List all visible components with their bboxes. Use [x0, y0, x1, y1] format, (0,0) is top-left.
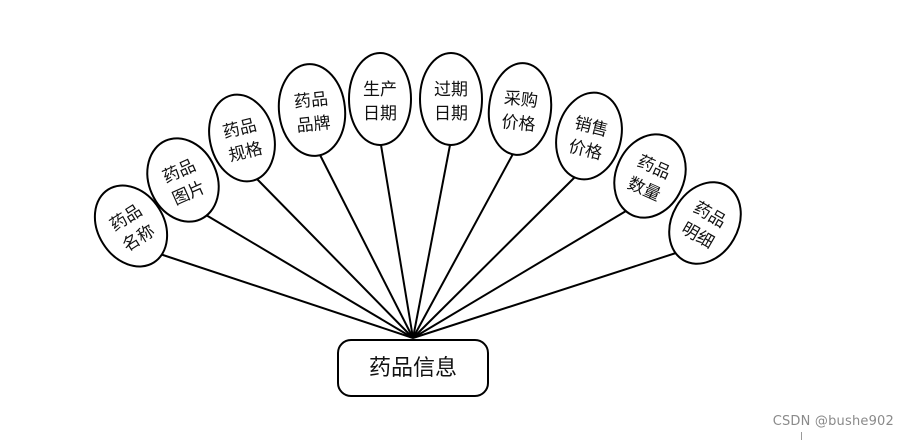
connector-line — [412, 144, 451, 339]
connector-line — [412, 175, 577, 339]
entity-node: 药品信息 — [337, 339, 489, 397]
attribute-ellipse — [419, 52, 483, 146]
attribute-ellipse — [668, 181, 742, 265]
connector-line — [159, 253, 414, 339]
attribute-label: 品牌 — [296, 113, 332, 136]
attribute-label: 日期 — [363, 104, 397, 124]
attribute-ellipse — [146, 137, 220, 223]
attribute-label: 日期 — [434, 104, 468, 124]
connector-line — [412, 252, 677, 339]
attribute-ellipse — [487, 62, 553, 156]
divider-tick — [801, 432, 802, 440]
attribute-label: 药品 — [293, 89, 329, 112]
connector-line — [412, 151, 515, 339]
attribute-label: 采购 — [503, 88, 539, 111]
connector-line — [380, 144, 414, 339]
attribute-label: 生产 — [363, 80, 397, 100]
connector-line — [318, 152, 414, 339]
attribute-label: 过期 — [434, 80, 468, 100]
attribute-ellipse — [348, 52, 412, 146]
connector-line — [412, 210, 627, 339]
attribute-ellipse — [613, 133, 687, 219]
attribute-ellipse — [208, 93, 276, 183]
connector-line — [255, 177, 414, 339]
connector-lines — [159, 144, 677, 339]
entity-label: 药品信息 — [369, 356, 457, 381]
attribute-nodes: 药品名称药品图片药品规格药品品牌生产日期过期日期采购价格销售价格药品数量药品明细 — [93, 52, 742, 268]
attribute-ellipse — [277, 63, 347, 157]
attribute-ellipse — [555, 91, 623, 181]
watermark-text: CSDN @bushe902 — [772, 414, 894, 429]
connector-line — [205, 214, 414, 339]
attribute-label: 价格 — [500, 112, 536, 135]
entity-box — [337, 339, 489, 397]
attribute-ellipse — [93, 184, 169, 268]
